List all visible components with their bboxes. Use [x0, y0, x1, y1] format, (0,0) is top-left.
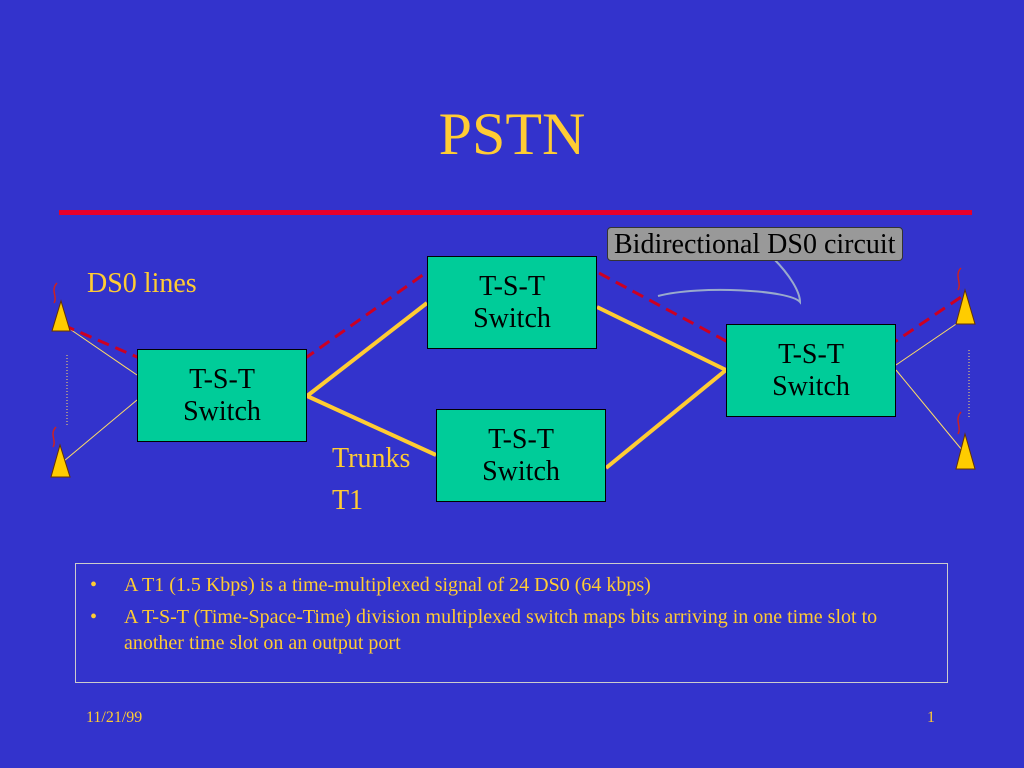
bidirectional-circuit-callout: Bidirectional DS0 circuit [607, 227, 903, 261]
bullet-text: A T-S-T (Time-Space-Time) division multi… [124, 606, 878, 654]
title-divider [59, 210, 972, 215]
line-right-lower [895, 369, 963, 451]
line-right-upper [895, 319, 963, 366]
dotted-phone-groups [66, 350, 970, 425]
line-left-lower [63, 399, 138, 462]
bullet-text: A T1 (1.5 Kbps) is a time-multiplexed si… [124, 574, 651, 596]
switch-top[interactable]: T-S-T Switch [427, 256, 597, 349]
ds0-lines-label: DS0 lines [87, 268, 197, 299]
bullet-item: • A T-S-T (Time-Space-Time) division mul… [86, 604, 933, 656]
trunks-label: Trunks [332, 443, 411, 474]
switch-left[interactable]: T-S-T Switch [137, 349, 307, 442]
trunk-left-top [305, 301, 429, 398]
switch-label: Switch [482, 455, 560, 487]
phone-icon[interactable] [955, 267, 976, 325]
bullet-box: • A T1 (1.5 Kbps) is a time-multiplexed … [75, 563, 948, 683]
footer-date: 11/21/99 [86, 709, 143, 726]
switch-label: Switch [772, 370, 850, 402]
phone-icon[interactable] [51, 282, 71, 332]
page-number: 1 [927, 709, 935, 726]
switch-label: Switch [473, 302, 551, 334]
bullet-item: • A T1 (1.5 Kbps) is a time-multiplexed … [86, 572, 933, 598]
slide-title: PSTN [438, 101, 586, 167]
switch-bottom[interactable]: T-S-T Switch [436, 409, 606, 502]
switch-type: T-S-T [488, 423, 554, 455]
subscriber-lines [63, 319, 963, 462]
trunk-bottom-right [604, 368, 728, 470]
callout-connector [657, 257, 802, 305]
trunk-left-bottom [306, 394, 437, 457]
trunk-top-right [596, 305, 727, 372]
bullet-icon: • [90, 606, 98, 628]
trunk-lines [305, 301, 728, 470]
switch-right[interactable]: T-S-T Switch [726, 324, 896, 417]
phone-icon[interactable] [50, 426, 71, 478]
switch-type: T-S-T [479, 270, 545, 302]
switch-type: T-S-T [778, 338, 844, 370]
phone-icon[interactable] [955, 411, 976, 470]
line-left-upper [63, 324, 138, 376]
t1-label: T1 [332, 485, 364, 516]
bullet-icon: • [90, 574, 98, 596]
switch-type: T-S-T [189, 363, 255, 395]
switch-label: Switch [183, 395, 261, 427]
